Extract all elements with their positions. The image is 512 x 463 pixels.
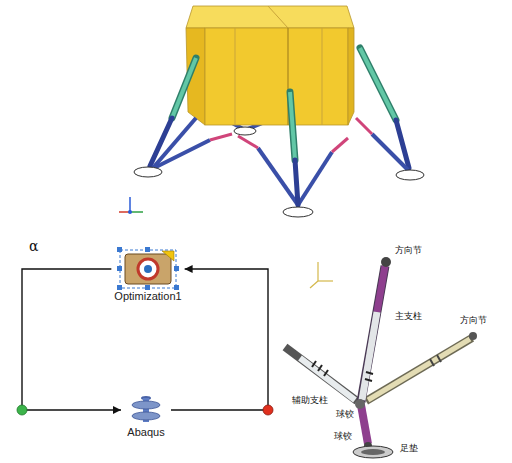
strut-band — [312, 361, 316, 367]
part-label: 辅助支柱 — [292, 396, 328, 406]
solver-icon — [132, 401, 160, 409]
strut-band — [324, 370, 328, 376]
part-label: 足垫 — [400, 444, 418, 454]
footpad — [134, 167, 162, 177]
main-strut — [172, 58, 196, 118]
direction-joint — [469, 332, 477, 340]
selection-frame — [120, 250, 176, 288]
axis-origin — [128, 210, 132, 214]
part-label: 主支柱 — [395, 312, 422, 322]
secondary-strut — [368, 339, 470, 400]
side-strut — [210, 134, 232, 140]
optimizer-icon — [144, 265, 152, 273]
edge-label: α — [28, 239, 39, 254]
selection-handle — [174, 266, 179, 271]
node-label: Abaqus — [123, 426, 169, 439]
flow-arrow — [171, 269, 268, 410]
part-label: 球铰 — [334, 432, 352, 442]
optimizer-flag — [162, 251, 174, 261]
side-strut — [238, 136, 258, 148]
main-strut — [172, 58, 196, 118]
main-strut — [360, 48, 396, 120]
main-strut — [290, 92, 295, 160]
footpad — [283, 207, 313, 217]
node-label: Optimization1 — [113, 290, 182, 303]
part-label: 方向节 — [395, 246, 422, 256]
side-strut — [152, 118, 196, 169]
selection-handle — [174, 285, 179, 290]
side-strut — [300, 358, 355, 400]
strut-band — [430, 359, 434, 366]
side-strut — [285, 347, 357, 401]
strut-band — [437, 355, 441, 362]
selection-handle — [145, 285, 150, 290]
optimizer-icon — [138, 259, 158, 279]
solver-icon — [132, 412, 160, 420]
side-strut — [298, 152, 332, 205]
main-strut — [290, 92, 295, 160]
axis-triad — [310, 281, 318, 288]
optimizer-icon — [125, 254, 171, 284]
selection-handle — [117, 266, 122, 271]
selection-handle — [145, 247, 150, 252]
footpad — [353, 446, 393, 458]
box-edge — [235, 28, 236, 125]
main-strut — [362, 312, 377, 400]
strut-band — [366, 372, 373, 374]
axis-triad — [318, 280, 333, 281]
side-strut — [372, 134, 408, 170]
selection-handle — [117, 247, 122, 252]
main-strut — [360, 48, 396, 120]
box-edge — [322, 28, 323, 125]
solver-block: Abaqus — [121, 394, 171, 439]
output-port — [263, 405, 273, 415]
strut-band — [365, 379, 372, 381]
box-edge — [268, 6, 288, 28]
part-label: 球铰 — [336, 410, 354, 420]
part-label: 方向节 — [460, 316, 487, 326]
main-strut — [361, 266, 385, 402]
side-strut — [152, 140, 210, 169]
axis-z — [129, 197, 131, 212]
axis-triad — [317, 262, 318, 281]
side-strut — [356, 118, 372, 134]
footpad — [396, 170, 424, 180]
flow-arrow — [22, 269, 121, 410]
input-port — [17, 405, 27, 415]
footpad — [361, 449, 385, 455]
secondary-strut — [366, 338, 472, 401]
direction-joint — [381, 257, 391, 267]
side-strut — [332, 138, 348, 152]
main-strut — [377, 266, 385, 312]
selection-handle — [117, 285, 122, 290]
footpad — [234, 127, 256, 135]
box-front — [205, 28, 348, 125]
ball-joint — [355, 399, 365, 409]
optimizer-block: Optimization1 — [111, 248, 184, 303]
main-strut — [295, 160, 298, 205]
strut-band — [318, 365, 322, 371]
main-strut — [361, 405, 368, 444]
box-top — [186, 6, 354, 28]
box-side — [348, 28, 354, 125]
